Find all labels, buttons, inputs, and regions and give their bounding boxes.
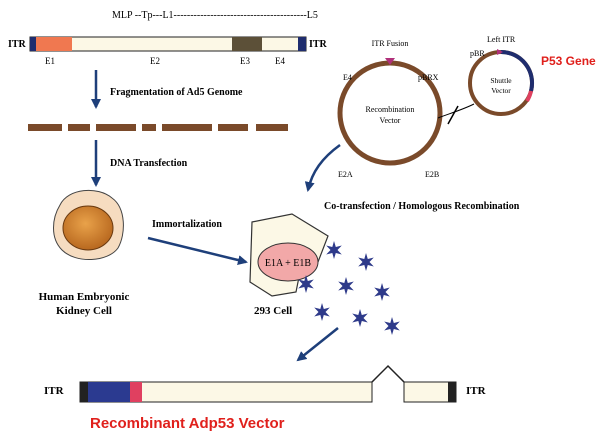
hek-cell-label-line2: Kidney Cell xyxy=(56,305,112,317)
arrow-cotransfection xyxy=(304,143,341,192)
result-polya-block xyxy=(130,382,142,402)
shuttle-p53-insert xyxy=(500,49,535,92)
shuttle-left-itr-label: Left ITR xyxy=(487,35,516,44)
rv-name-line2: Vector xyxy=(380,116,401,125)
genome-e1-label: E1 xyxy=(45,56,55,66)
arrow-immortalization xyxy=(147,236,248,265)
result-p53-cassette xyxy=(88,382,130,402)
virus-particle-icon xyxy=(358,253,374,271)
step-fragmentation-label: Fragmentation of Ad5 Genome xyxy=(110,87,243,98)
fragment xyxy=(68,124,90,131)
cross-slash xyxy=(447,105,459,125)
rv-name-line1: Recombination xyxy=(366,105,415,114)
virus-particle-icon xyxy=(314,303,330,321)
fragment xyxy=(142,124,156,131)
genome-itr-right-block xyxy=(298,37,306,51)
genome-e2-label: E2 xyxy=(150,56,160,66)
arrow-packaging xyxy=(296,327,339,362)
ad5-genome: MLP --Tp---L1---------------------------… xyxy=(8,10,328,66)
step-transfection-label: DNA Transfection xyxy=(110,158,188,169)
cell-293-label: 293 Cell xyxy=(254,305,292,317)
result-deletion-bracket xyxy=(371,364,405,383)
virus-particle-icon xyxy=(338,277,354,295)
genome-e3-label: E3 xyxy=(240,56,250,66)
virus-particles xyxy=(298,241,400,335)
hek-cell-nucleus xyxy=(62,205,114,251)
virus-particle-icon xyxy=(326,241,342,259)
left-itr-marker xyxy=(497,49,503,55)
step-immortalization-label: Immortalization xyxy=(152,219,222,230)
fragment xyxy=(162,124,212,131)
cell-293: E1A + E1B 293 Cell xyxy=(249,213,329,317)
genome-itr-right-label: ITR xyxy=(309,39,328,50)
fragment xyxy=(28,124,62,131)
fragment xyxy=(256,124,288,131)
shuttle-polya-segment xyxy=(525,90,533,103)
genome-fragments xyxy=(28,124,288,131)
cell-293-e1-region xyxy=(257,242,319,282)
rv-pbrx-label: pBRX xyxy=(418,73,439,82)
step-cotransfection-label: Co-transfection / Homologous Recombinati… xyxy=(324,201,520,212)
result-itr-right-block xyxy=(448,382,456,402)
itr-fusion-label: ITR Fusion xyxy=(372,39,409,48)
cell-293-e1-label: E1A + E1B xyxy=(265,258,312,269)
virus-particle-icon xyxy=(374,283,390,301)
p53-gene-label: P53 Gene xyxy=(541,54,596,68)
genome-e3-region xyxy=(232,37,262,51)
virus-particle-icon xyxy=(352,309,368,327)
recombination-cross-marker xyxy=(437,103,475,125)
shuttle-name-line1: Shuttle xyxy=(490,76,512,85)
recombination-vector: ITR Fusion E4 pBRX Recombination Vector … xyxy=(337,39,443,179)
result-itr-left-block xyxy=(80,382,88,402)
virus-particle-icon xyxy=(384,317,400,335)
shuttle-name-line2: Vector xyxy=(491,86,511,95)
shuttle-vector: Left ITR pBR Shuttle Vector P53 Gene xyxy=(468,35,596,116)
rv-e4-label: E4 xyxy=(343,73,352,82)
hek-cell: Human Embryonic Kidney Cell xyxy=(39,189,130,317)
fragment xyxy=(218,124,248,131)
genome-e1-region xyxy=(36,37,72,51)
result-title: Recombinant Adp53 Vector xyxy=(90,415,285,432)
rv-e2a-label: E2A xyxy=(338,170,353,179)
hek-cell-label-line1: Human Embryonic xyxy=(39,291,130,303)
rv-e2b-label: E2B xyxy=(425,170,439,179)
recombinant-vector-map: ITR ITR Recombinant Adp53 Vector xyxy=(44,364,487,432)
genome-itr-left-block xyxy=(30,37,36,51)
itr-fusion-marker xyxy=(385,58,395,65)
genome-itr-left-label: ITR xyxy=(8,39,27,50)
result-itr-right-label: ITR xyxy=(466,385,487,397)
virus-particle-icon xyxy=(298,275,314,293)
genome-e4-label: E4 xyxy=(275,56,285,66)
genome-transcript-label: MLP --Tp---L1---------------------------… xyxy=(112,10,318,21)
shuttle-pbr-label: pBR xyxy=(470,49,485,58)
result-itr-left-label: ITR xyxy=(44,385,65,397)
fragment xyxy=(96,124,136,131)
